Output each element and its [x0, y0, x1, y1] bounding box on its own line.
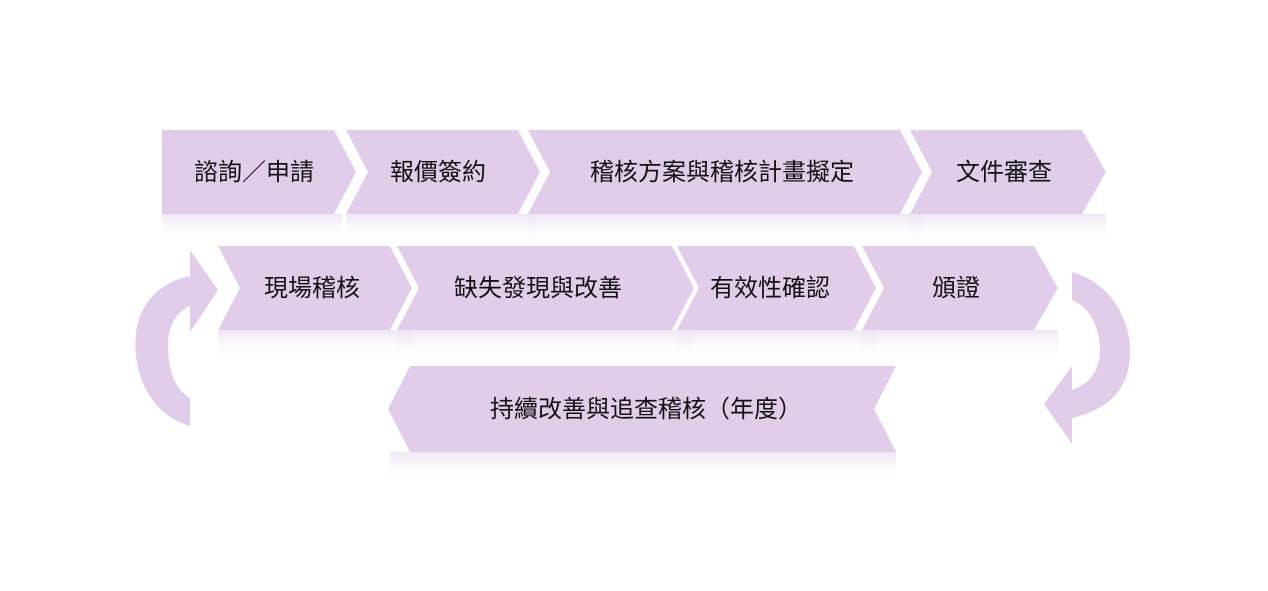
step-reflection: [397, 330, 693, 358]
step-label: 持續改善與追查稽核（年度）: [490, 395, 802, 423]
step-label: 諮詢／申請: [194, 158, 314, 186]
row-3: 持續改善與追查稽核（年度）: [388, 366, 896, 482]
step-reflection: [528, 214, 922, 242]
step-certification: 頒證: [862, 246, 1058, 358]
row-2: 現場稽核 缺失發現與改善 有效性確認 頒證: [218, 246, 1058, 358]
step-reflection: [218, 330, 414, 358]
step-quote-contract: 報價簽約: [346, 130, 540, 242]
step-label: 文件審查: [956, 158, 1052, 186]
step-shape: [346, 130, 540, 214]
step-label: 報價簽約: [390, 158, 486, 186]
step-consult-apply: 諮詢／申請: [162, 130, 356, 242]
step-label: 現場稽核: [264, 274, 360, 302]
step-reflection: [677, 330, 877, 358]
step-shape: [528, 130, 922, 214]
step-effectiveness-check: 有效性確認: [677, 246, 877, 358]
step-reflection: [162, 214, 342, 242]
step-audit-plan: 稽核方案與稽核計畫擬定: [528, 130, 922, 242]
step-shape: [388, 366, 896, 452]
step-shape: [910, 130, 1106, 214]
step-reflection: [910, 214, 1106, 242]
step-continuous-improvement: 持續改善與追查稽核（年度）: [388, 366, 896, 482]
step-shape: [677, 246, 876, 330]
step-findings-improvement: 缺失發現與改善: [397, 246, 694, 358]
step-label: 頒證: [932, 274, 980, 302]
step-document-review: 文件審查: [910, 130, 1106, 242]
step-shape: [862, 246, 1058, 330]
step-reflection: [862, 330, 1058, 358]
step-shape: [218, 246, 412, 330]
step-onsite-audit: 現場稽核: [218, 246, 414, 358]
step-label: 有效性確認: [710, 274, 830, 302]
step-reflection: [390, 452, 896, 482]
step-label: 缺失發現與改善: [454, 274, 622, 302]
curved-arrow-up-right-icon: [135, 250, 218, 426]
step-shape: [397, 246, 694, 330]
step-shape: [162, 130, 356, 214]
step-label: 稽核方案與稽核計畫擬定: [590, 158, 854, 186]
row-1: 諮詢／申請 報價簽約 稽核方案與稽核計畫擬定 文件審查: [162, 130, 1106, 242]
step-reflection: [346, 214, 536, 242]
curved-arrow-down-left-icon: [1044, 272, 1131, 444]
